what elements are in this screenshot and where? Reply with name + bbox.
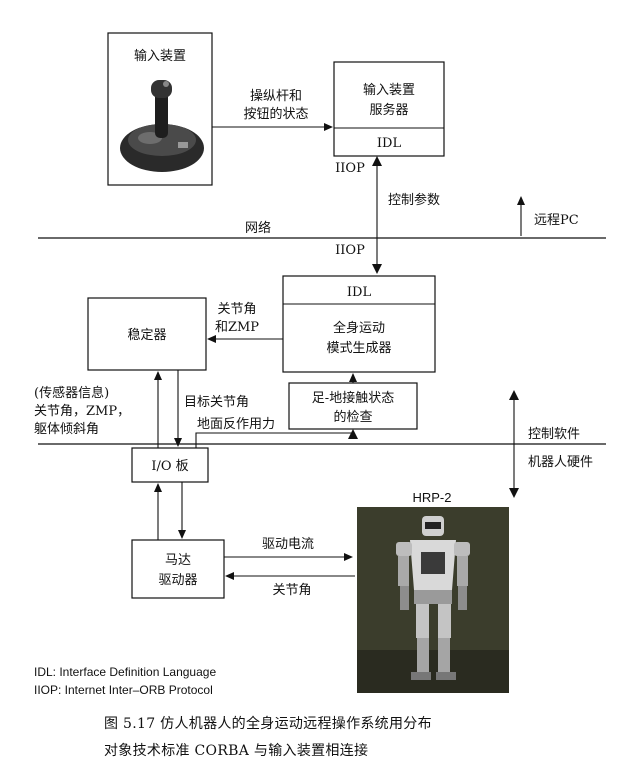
edge-ground-reaction-label: 地面反作用力 — [197, 417, 275, 432]
io-board-label: I/O 板 — [151, 459, 188, 474]
humanoid-robot-icon — [396, 516, 470, 680]
network-iiop-label: IIOP — [335, 243, 365, 258]
input-server-idl: IDL — [377, 136, 402, 151]
stabilizer-label: 稳定器 — [127, 327, 166, 343]
edge-ground-reaction-line — [195, 431, 354, 448]
software-hardware-arrowhead-down — [509, 488, 519, 498]
edge-joystick-state-line2: 按钮的状态 — [243, 106, 308, 122]
edge-control-params-arrowhead-up — [372, 156, 382, 166]
whole-body-generator-box: IDL 全身运动 模式生成器 — [282, 275, 436, 373]
input-device-label: 输入装置 — [134, 48, 186, 64]
edge-control-params-arrowhead-down — [372, 264, 382, 274]
joystick-icon — [120, 80, 204, 172]
stabilizer-box: 稳定器 — [87, 297, 207, 371]
input-device-box: 输入装置 — [107, 32, 213, 186]
contact-check-line2: 的检查 — [333, 409, 372, 425]
contact-check-box: 足-地接触状态 的检查 — [288, 382, 418, 430]
robot-photo — [357, 507, 509, 693]
edge-joint-angle-label: 关节角 — [272, 583, 311, 598]
edge-drive-current-label: 驱动电流 — [262, 537, 314, 552]
input-server-box: 输入装置 服务器 IDL — [333, 61, 445, 157]
contact-check-line1: 足-地接触状态 — [312, 390, 394, 406]
edge-ground-reaction-arrowhead — [348, 429, 358, 439]
control-software-label: 控制软件 — [528, 427, 580, 442]
edge-joint-zmp-line1: 关节角 — [217, 302, 256, 317]
motor-driver-line2: 驱动器 — [158, 573, 197, 588]
edge-joint-zmp-line2: 和ZMP — [215, 320, 259, 335]
caption-line2: 对象技术标准 CORBA 与输入装置相连接 — [104, 742, 368, 759]
legend-iiop: IIOP: Internet Inter–ORB Protocol — [34, 683, 213, 697]
sensor-info-line3: 躯体倾斜角 — [34, 421, 99, 437]
generator-idl: IDL — [347, 285, 372, 300]
caption-line1: 图 5.17 仿人机器人的全身运动远程操作系统用分布 — [104, 715, 432, 732]
motor-driver-box: 马达 驱动器 — [131, 539, 225, 599]
sensor-info-line1: (传感器信息) — [34, 385, 109, 401]
edge-target-joint-label: 目标关节角 — [184, 395, 249, 410]
legend-idl: IDL: Interface Definition Language — [34, 665, 216, 679]
remote-pc-label: 远程PC — [534, 213, 579, 228]
network-label: 网络 — [245, 220, 271, 236]
edge-control-params-label: 控制参数 — [388, 192, 440, 208]
robot-hardware-label: 机器人硬件 — [528, 455, 593, 470]
software-hardware-arrowhead-up — [509, 390, 519, 400]
generator-line1: 全身运动 — [333, 320, 385, 336]
motor-driver-line1: 马达 — [165, 553, 191, 568]
iiop-top-label: IIOP — [335, 161, 365, 176]
generator-line2: 模式生成器 — [326, 341, 391, 356]
io-board-box: I/O 板 — [131, 447, 209, 483]
edge-joystick-state-line1: 操纵杆和 — [250, 88, 302, 104]
sensor-info-line2: 关节角，ZMP， — [34, 404, 130, 419]
input-server-line2: 服务器 — [369, 102, 408, 118]
robot-name-label: HRP-2 — [412, 490, 451, 505]
input-server-line1: 输入装置 — [363, 82, 415, 98]
